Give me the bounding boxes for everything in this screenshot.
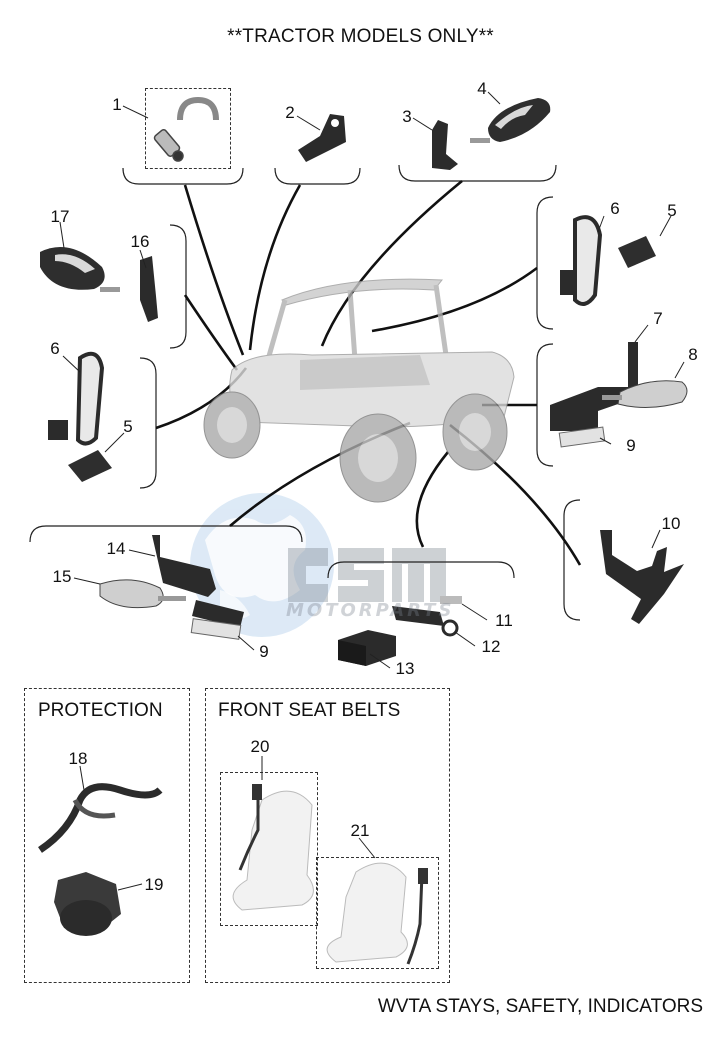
item-6-mirror-right: [560, 215, 603, 306]
item-9-reflector-right: [558, 426, 606, 448]
item-7-bracket: [550, 342, 638, 431]
callout-1: 1: [112, 95, 122, 114]
callout-17: 17: [50, 207, 70, 226]
item-4-indicator: [470, 98, 551, 143]
item-1-shackle: [153, 96, 219, 162]
callout-16: 16: [130, 232, 150, 251]
item-16-bracket: [140, 256, 158, 322]
callout-leaders: [59, 91, 685, 891]
front-seat-belts-box: [205, 688, 450, 983]
callout-5-right: 5: [667, 201, 677, 220]
item-13-hitch-receiver: [338, 630, 396, 666]
item-5-sleeve-right: [618, 236, 656, 268]
callout-5-left: 5: [123, 417, 133, 436]
callout-18: 18: [68, 749, 88, 768]
callout-6-left: 6: [50, 339, 60, 358]
callout-15: 15: [52, 567, 72, 586]
item-14-bracket: [152, 535, 244, 628]
callout-20: 20: [250, 737, 270, 756]
callout-2: 2: [285, 103, 295, 122]
item-20-box: [220, 772, 318, 926]
callout-19: 19: [144, 875, 164, 894]
item-19-nut-cap: [54, 872, 121, 936]
callout-9-left: 9: [259, 642, 269, 661]
callout-12: 12: [481, 637, 501, 656]
callout-14: 14: [106, 539, 126, 558]
callout-21: 21: [350, 821, 370, 840]
item-3-bracket: [432, 120, 458, 170]
watermark-subtext: MOTORPARTS: [286, 600, 455, 621]
item-20-seat-belt: [232, 784, 314, 911]
callout-13: 13: [395, 659, 415, 678]
callout-3: 3: [402, 107, 412, 126]
item-21-seat-belt: [326, 862, 428, 965]
front-seat-belts-label: FRONT SEAT BELTS: [218, 700, 401, 721]
item-6-mirror-left: [48, 351, 105, 446]
item-1-box: [145, 88, 231, 169]
item-12-plate: [392, 606, 459, 637]
callout-11: 11: [495, 611, 513, 630]
item-17-indicator: [40, 247, 120, 292]
item-5-sleeve-left: [68, 450, 112, 482]
item-8-indicator: [602, 380, 688, 409]
callout-4: 4: [477, 79, 487, 98]
callout-9-right: 9: [626, 436, 636, 455]
item-9-reflector-left: [190, 618, 242, 640]
protection-box: [24, 688, 190, 983]
item-21-box: [316, 857, 439, 969]
diagram-caption: WVTA STAYS, SAFETY, INDICATORS: [377, 996, 703, 1017]
item-2-bracket: [298, 114, 346, 162]
item-11-pin: [440, 596, 462, 604]
item-10-bracket: [600, 530, 684, 624]
utv-vehicle: [203, 278, 515, 503]
item-15-indicator: [99, 579, 186, 609]
protection-label: PROTECTION: [38, 700, 163, 721]
item-18-edge-trim: [38, 783, 163, 853]
callout-10: 10: [661, 514, 681, 533]
callout-8: 8: [688, 345, 698, 364]
diagram-title: **TRACTOR MODELS ONLY**: [227, 26, 494, 47]
callout-6-right: 6: [610, 199, 620, 218]
callout-7: 7: [653, 309, 663, 328]
